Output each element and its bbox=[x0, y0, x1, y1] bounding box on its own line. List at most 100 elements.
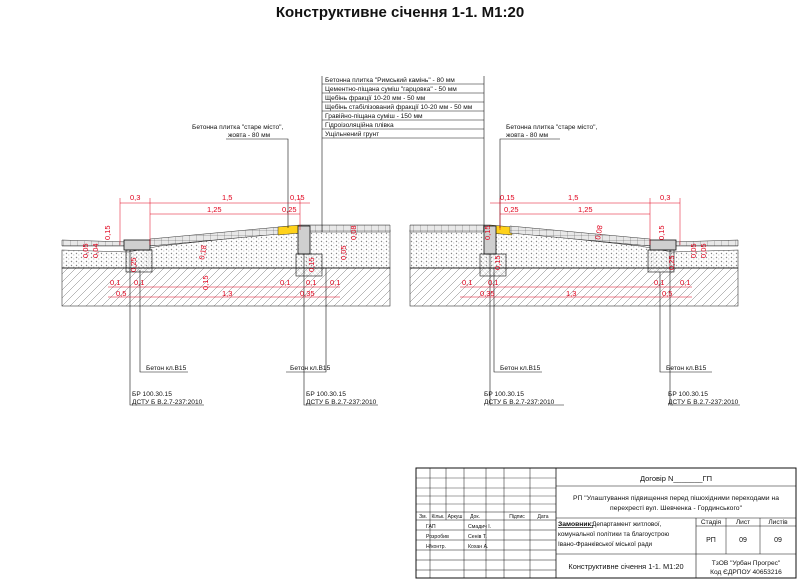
layer-1: Бетонна плитка "Римський камінь" - 80 мм bbox=[325, 76, 455, 84]
dim-right-top-2: 1,5 bbox=[568, 193, 578, 202]
title-block bbox=[415, 467, 797, 579]
col-h-1: Зм. bbox=[419, 514, 427, 520]
dim-right-vert-1: 0,15 bbox=[483, 225, 492, 240]
dim-right-top-3: 0,25 bbox=[504, 205, 519, 214]
right-tile-callout-2: жовта - 80 мм bbox=[506, 132, 549, 139]
dim-left-bottom-8: 0,1 bbox=[330, 278, 340, 287]
dim-right-vert-2: 0,15 bbox=[493, 255, 502, 270]
col-h-5: Підпис bbox=[509, 514, 525, 520]
layer-3: Щебінь фракції 10-20 мм - 50 мм bbox=[325, 94, 426, 102]
right-curb-b-label-2: ДСТУ Б В.2.7-237:2010 bbox=[668, 399, 739, 406]
dim-right-bottom-6: 0,1 bbox=[680, 278, 690, 287]
right-curb-b bbox=[649, 239, 677, 251]
left-road-tile bbox=[299, 224, 391, 233]
layer-4: Щебінь стабілізований фракції 10-20 мм -… bbox=[325, 103, 473, 111]
dim-right-top-1: 0,15 bbox=[500, 193, 515, 202]
sheet-value: 09 bbox=[739, 537, 747, 544]
dim-right-bottom-2: 0,1 bbox=[488, 278, 498, 287]
dim-left-bottom-6: 0,1 bbox=[306, 278, 316, 287]
right-curb-a-label-1: БР 100.30.15 bbox=[484, 391, 524, 398]
dim-right-vert-3: 0,08 bbox=[593, 224, 604, 240]
client-1: Департамент житлової, bbox=[592, 521, 662, 528]
dim-right-vert-4: 0,15 bbox=[657, 225, 666, 240]
left-curb-a-label-1: БР 100.30.15 bbox=[132, 391, 172, 398]
right-tile-callout-1: Бетонна плитка "старе місто", bbox=[506, 123, 597, 131]
left-concrete-b-label: Бетон кл.В15 bbox=[290, 365, 331, 372]
client-2: комунальної політики та благоустрою bbox=[558, 530, 669, 538]
right-curb-b-label-1: БР 100.30.15 bbox=[668, 391, 708, 398]
right-road-tile bbox=[409, 224, 491, 233]
role-3: Н/контр. bbox=[426, 544, 446, 550]
stage-label: Стадія bbox=[701, 518, 722, 526]
dim-right-top-4: 1,25 bbox=[578, 205, 593, 214]
sheets-value: 09 bbox=[774, 537, 782, 544]
dim-right-top-5: 0,3 bbox=[660, 193, 670, 202]
left-tile-callout-1: Бетонна плитка "старе місто", bbox=[192, 123, 283, 131]
dim-right-bottom-3: 0,35 bbox=[480, 289, 495, 298]
client-label: Замовник: bbox=[558, 521, 593, 528]
left-curb-b-label-1: БР 100.30.15 bbox=[306, 391, 346, 398]
dim-right-bottom-4: 1,3 bbox=[566, 289, 576, 298]
stage-value: РП bbox=[706, 537, 716, 544]
dim-left-vert-4: 0,25 bbox=[129, 257, 138, 272]
layer-2: Цементно-піщана суміш "гарцовка" - 50 мм bbox=[325, 85, 457, 93]
tile-callouts: Бетонна плитка "старе місто", жовта - 80… bbox=[192, 123, 597, 228]
sheets-label: Листів bbox=[768, 518, 788, 526]
dim-left-bottom-2: 0,1 bbox=[134, 278, 144, 287]
right-curb-a-label-2: ДСТУ Б В.2.7-237:2010 bbox=[484, 399, 555, 406]
right-concrete-b bbox=[647, 249, 675, 273]
dim-right-vert-5: 0,05 bbox=[689, 243, 698, 258]
company-name: ТзОВ "Урбан Прогрес" bbox=[712, 559, 781, 567]
left-concrete-a-label: Бетон кл.В15 bbox=[146, 365, 187, 372]
layers-callout: Бетонна плитка "Римський камінь" - 80 мм… bbox=[321, 76, 485, 232]
role-2: Розробив bbox=[426, 534, 449, 540]
dim-left-vert-8: 0,05 bbox=[339, 245, 348, 260]
dim-right-vert-7: 0,25 bbox=[667, 255, 676, 270]
dim-left-bottom-7: 0,35 bbox=[300, 289, 315, 298]
dim-left-top-1: 0,3 bbox=[130, 193, 140, 202]
dim-left-top-3: 1,25 bbox=[207, 205, 222, 214]
dim-right-bottom-1: 0,1 bbox=[462, 278, 472, 287]
dim-left-vert-2: 0,04 bbox=[91, 243, 100, 258]
right-concrete-a bbox=[479, 253, 507, 277]
left-curb-b bbox=[297, 225, 311, 255]
title-block-text: Договір N_______ГП РП "Улаштування підви… bbox=[419, 474, 788, 576]
col-h-2: Кільк. bbox=[431, 514, 444, 520]
dim-left-top-2: 1,5 bbox=[222, 193, 232, 202]
dim-left-vert-5: 0,18 bbox=[197, 244, 208, 260]
right-concrete-a-label: Бетон кл.В15 bbox=[500, 365, 541, 372]
dimension-lines bbox=[108, 198, 692, 298]
dim-left-bottom-1: 0,1 bbox=[110, 278, 120, 287]
dim-left-top-4: 0,15 bbox=[290, 193, 305, 202]
layer-7: Ущільнений грунт bbox=[325, 130, 379, 138]
name-3: Кохан А. bbox=[468, 544, 488, 550]
dim-left-vert-3: 0,15 bbox=[103, 225, 112, 240]
left-curb-a-label-2: ДСТУ Б В.2.7-237:2010 bbox=[132, 399, 203, 406]
dim-left-vert-6: 0,15 bbox=[201, 275, 210, 290]
dim-left-vert-1: 0,05 bbox=[81, 243, 90, 258]
left-curb-b-label-2: ДСТУ Б В.2.7-237:2010 bbox=[306, 399, 377, 406]
project-name-1: РП "Улаштування підвищення перед пішохід… bbox=[573, 494, 779, 502]
dim-left-top-5: 0,25 bbox=[282, 205, 297, 214]
left-concrete-a bbox=[125, 249, 153, 273]
left-curb-a bbox=[123, 239, 151, 251]
contract-number: Договір N_______ГП bbox=[640, 474, 712, 483]
dim-left-vert-9: 0,08 bbox=[349, 225, 358, 240]
dimension-texts: 0,3 1,5 1,25 0,15 0,25 0,15 1,5 0,25 1,2… bbox=[81, 193, 708, 298]
sheet-label: Лист bbox=[736, 519, 750, 526]
right-concrete-b-label: Бетон кл.В15 bbox=[666, 365, 707, 372]
dim-left-bottom-4: 1,3 bbox=[222, 289, 232, 298]
page-title: Конструктивне січення 1-1. М1:20 bbox=[275, 4, 525, 21]
name-2: Сенів Т. bbox=[468, 534, 487, 540]
layer-5: Гравійно-піщана суміш - 150 мм bbox=[325, 112, 423, 120]
left-concrete-b bbox=[295, 253, 323, 277]
left-yellow-tile bbox=[277, 224, 301, 236]
layer-6: Гідроізоляційна плівка bbox=[325, 121, 394, 129]
project-name-2: перехресті вул. Шевченка - Гординського" bbox=[610, 504, 743, 512]
sheet-name: Конструктивне січення 1-1. М1:20 bbox=[568, 562, 683, 571]
col-h-6: Дата bbox=[537, 514, 548, 520]
dim-left-vert-7: 0,15 bbox=[307, 257, 316, 272]
lower-callouts bbox=[129, 250, 740, 406]
role-1: ГАП bbox=[426, 524, 436, 530]
